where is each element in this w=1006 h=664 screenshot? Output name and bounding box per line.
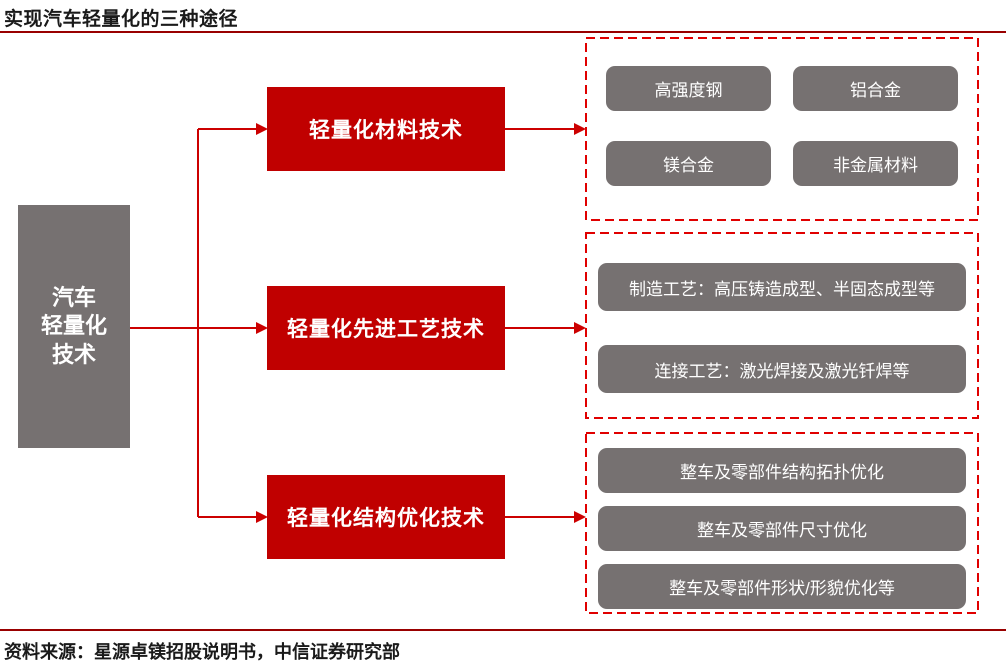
branch-node-label: 轻量化材料技术 bbox=[309, 119, 463, 142]
arrowhead-panel-1 bbox=[574, 123, 586, 135]
dashed-border-panel-1 bbox=[585, 37, 979, 221]
branch-node-materials-tech: 轻量化材料技术 bbox=[267, 87, 505, 171]
branch-node-process-tech: 轻量化先进工艺技术 bbox=[267, 286, 505, 370]
leaf-item-magnesium-alloy: 镁合金 bbox=[606, 141, 771, 186]
root-node-auto-lightweighting-tech: 汽车 轻量化 技术 bbox=[18, 205, 130, 448]
arrowhead-branch-1 bbox=[256, 123, 268, 135]
dashed-border-panel-2 bbox=[585, 232, 979, 419]
leaf-item-manufacturing-process: 制造工艺：高压铸造成型、半固态成型等 bbox=[598, 263, 966, 311]
footer-rule bbox=[0, 629, 1006, 631]
arrowhead-panel-2 bbox=[574, 322, 586, 334]
arrowhead-panel-3 bbox=[574, 511, 586, 523]
branch-node-structure-optimization-tech: 轻量化结构优化技术 bbox=[267, 475, 505, 559]
dashed-border-panel-3 bbox=[585, 432, 979, 614]
leaf-item-joining-process: 连接工艺：激光焊接及激光钎焊等 bbox=[598, 345, 966, 393]
leaf-item-topology-optimization: 整车及零部件结构拓扑优化 bbox=[598, 448, 966, 493]
panel-processes: 制造工艺：高压铸造成型、半固态成型等 连接工艺：激光焊接及激光钎焊等 bbox=[586, 233, 978, 418]
panel-structure-optimization: 整车及零部件结构拓扑优化 整车及零部件尺寸优化 整车及零部件形状/形貌优化等 bbox=[586, 433, 978, 613]
arrowhead-branch-3 bbox=[256, 511, 268, 523]
branch-node-label: 轻量化先进工艺技术 bbox=[287, 318, 485, 341]
leaf-item-aluminum-alloy: 铝合金 bbox=[793, 66, 958, 111]
leaf-item-size-optimization: 整车及零部件尺寸优化 bbox=[598, 506, 966, 551]
panel-materials: 高强度钢 铝合金 镁合金 非金属材料 bbox=[586, 38, 978, 220]
title-rule bbox=[0, 31, 1006, 33]
source-note: 资料来源：星源卓镁招股说明书，中信证券研究部 bbox=[4, 642, 400, 662]
leaf-item-high-strength-steel: 高强度钢 bbox=[606, 66, 771, 111]
arrowhead-branch-2 bbox=[256, 322, 268, 334]
root-node-label: 汽车 轻量化 技术 bbox=[40, 284, 107, 367]
leaf-item-shape-optimization: 整车及零部件形状/形貌优化等 bbox=[598, 564, 966, 609]
leaf-item-non-metal-materials: 非金属材料 bbox=[793, 141, 958, 186]
page-title: 实现汽车轻量化的三种途径 bbox=[4, 9, 239, 30]
branch-node-label: 轻量化结构优化技术 bbox=[287, 507, 485, 530]
